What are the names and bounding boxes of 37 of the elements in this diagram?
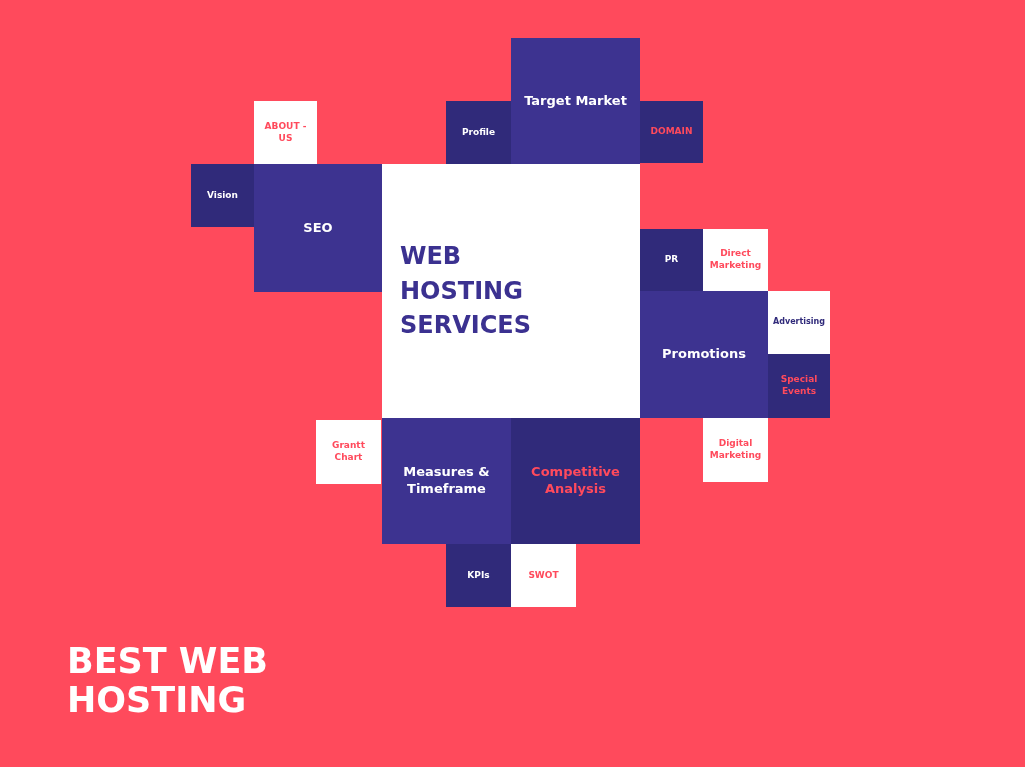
measures-tile: [382, 418, 511, 544]
tile-label: Profile: [461, 126, 496, 139]
tile-label: ABOUT -US: [263, 120, 308, 145]
tile-label: WEB HOSTING SERVICES: [400, 240, 532, 342]
kpis-tile: [446, 544, 511, 607]
tile-label: PR: [664, 254, 679, 266]
domain-tile: [640, 101, 703, 163]
tile-label: Grantt Chart: [331, 440, 366, 464]
chart-tile: [316, 420, 381, 484]
market-tile: [511, 38, 640, 164]
about-tile: [254, 101, 317, 164]
tile-label: Target Market: [524, 92, 627, 110]
title: BEST WEB HOSTING: [67, 642, 270, 719]
tile-label: Promotions: [662, 346, 746, 363]
digital-marketing-tile: [703, 418, 768, 482]
seo-tile: [254, 164, 382, 292]
tile-label: DOMAIN: [650, 126, 693, 138]
tile-label: SWOT: [528, 569, 559, 582]
advertising-tile: [768, 291, 830, 354]
analysis-tile: [511, 418, 640, 544]
tile-label: KPIs: [467, 569, 490, 582]
promotions-tile: [640, 291, 768, 418]
tile-label: Direct Marketing: [708, 248, 763, 272]
tile-label: Advertising: [773, 317, 825, 328]
profile-tile: [446, 101, 511, 164]
central-tile: [382, 164, 640, 418]
swot-tile: [511, 544, 576, 607]
tile-label: Digital Marketing: [708, 438, 763, 462]
tile-label: Measures & Timeframe: [402, 464, 491, 498]
tile-label: Vision: [207, 189, 238, 202]
tile-label: Competitive Analysis: [530, 464, 621, 498]
events-tile: [768, 354, 830, 418]
pr-tile: [640, 229, 703, 291]
tile-label: Special Events: [779, 374, 819, 398]
direct-marketing-tile: [703, 229, 768, 291]
vision-tile: [191, 164, 254, 227]
tile-label: SEO: [303, 219, 333, 237]
